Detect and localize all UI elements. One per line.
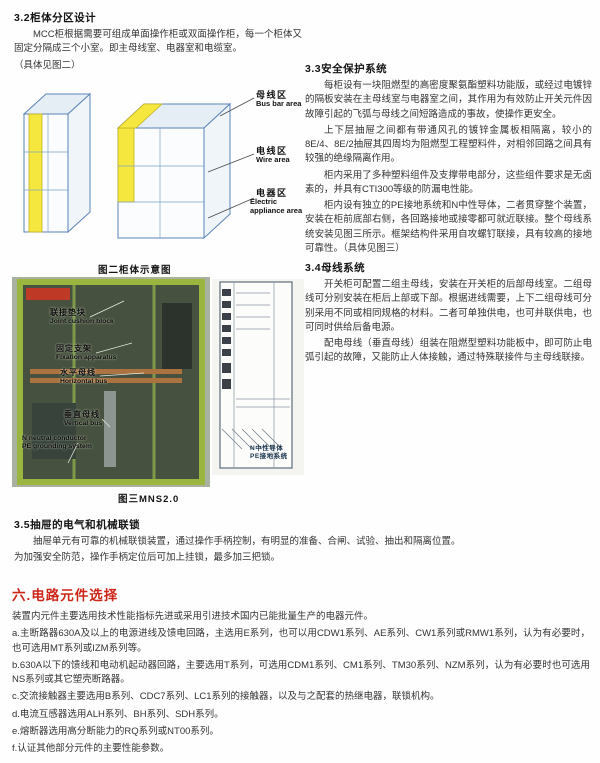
cabinet-photo-art [12, 277, 210, 487]
label-horizontal-bus-en: Horizontal bus [60, 377, 108, 385]
horizontal-bus-bar [30, 369, 182, 374]
vertical-bus-bar [104, 391, 116, 467]
section-3-3-paragraph-2: 上下层抽屉之间都有带通风孔的镀锌金属板相隔离，较小的8E/4、8E/2抽屉其四周… [305, 124, 592, 165]
section-3-2-title: 3.2柜体分区设计 [14, 12, 97, 24]
section-3-5: 3.5抽屉的电气和机械联锁 抽屉单元有可靠的机械联锁装置，通过操作手柄控制，有明… [14, 517, 588, 568]
label-wire-area-en: Wire area [256, 155, 290, 165]
section-3-3-paragraph-3: 柜内采用了多种塑料组件及支撑带电部分，这些组件要求是无卤素的，并具有CTI300… [305, 169, 592, 195]
label-horizontal-bus: 水平母线 Horizontal bus [60, 368, 108, 386]
section-6-item-b: b.630A以下的馈线和电动机起动器回路，主要选用T系列，可选用CDM1系列、C… [12, 659, 590, 685]
label-appliance-area-en: Electric appliance area [250, 197, 303, 215]
grounding-illustration-art [212, 279, 304, 475]
hatch-marks [221, 428, 283, 450]
section-3-4-paragraph-1: 开关柜可配置二组主母线，安装在开关柜的后部母线室。二组母线可分别安装在柜后上部或… [305, 279, 592, 333]
label-wire-area-zh: 电线区 [256, 146, 288, 156]
section-3-2-note: （具体见图二） [14, 59, 81, 71]
label-pe-system-zh: PE接地系统 [250, 453, 288, 461]
label-fixation-apparatus-en: Fixation apparatus [56, 353, 117, 361]
right-cabinet-busbar-highlight [117, 127, 135, 203]
label-pe-grounding: N neutral conductor PE grounding system [22, 435, 92, 450]
red-component [26, 288, 70, 300]
component-stack [222, 289, 231, 389]
section-6-item-e: e.熔断器选用高分断能力的RQ系列或NT00系列。 [12, 725, 219, 737]
label-pe-grounding-line-2: PE grounding system [22, 442, 92, 450]
cabinet-photo: 联接垫块 Joint cushion block 固定支架 Fixation a… [12, 277, 210, 487]
label-joint-cushion-block-zh: 联接垫块 [50, 308, 86, 317]
section-6-item-d: d.电流互感器选用ALH系列、BH系列、SDH系列。 [12, 708, 224, 720]
label-fixation-apparatus: 固定支架 Fixation apparatus [56, 344, 117, 362]
cabinet-wireframe-diagram [22, 92, 255, 240]
left-cabinet-busbar-highlight [28, 113, 43, 233]
label-fixation-apparatus-zh: 固定支架 [56, 344, 92, 353]
figure-2-caption: 图二柜体示意图 [98, 265, 172, 276]
photo-leader-lines [67, 300, 145, 464]
section-3-3-paragraph-4: 柜内设有独立的PE接地系统和N中性导体，二者贯穿整个装置，安装在柜前底部右侧，各… [305, 200, 592, 254]
section-6-intro: 装置内元件主要选用技术性能指标先进或采用引进技术国内已能批量生产的电器元件。 [12, 611, 374, 622]
section-6-title: 六.电路元件选择 [12, 588, 119, 603]
section-3-2: 3.2柜体分区设计 MCC柜根据需要可组成单面操作柜或双面操作柜，每一个柜体又固… [14, 10, 302, 75]
label-appliance-area-zh: 电器区 [256, 188, 288, 198]
label-joint-cushion-block: 联接垫块 Joint cushion block [50, 308, 114, 326]
section-6-item-a: a.主断路器630A及以上的电源进线及馈电回路，主选用E系列，也可以用CDW1系… [12, 628, 590, 654]
label-appliance-area: 电器区 Electric appliance area [250, 188, 304, 216]
label-busbar-area-zh: 母线区 [256, 90, 288, 100]
label-vertical-bus: 垂直母线 Vertical bus [64, 410, 103, 428]
left-cabinet-inner-lines [24, 114, 68, 232]
section-3-5-paragraph-1: 抽屉单元有可靠的机械联锁装置，通过操作手柄控制，有明显的准备、合闸、试验、抽出和… [33, 536, 461, 547]
label-vertical-bus-en: Vertical bus [64, 419, 103, 427]
figure-2: 母线区 Bus bar area 电线区 Wire area 电器区 Elect… [8, 86, 304, 262]
label-busbar-area-en: Bus bar area [256, 99, 302, 109]
section-6-item-c: c.交流接触器主要选用B系列、CDC7系列、LC1系列的接触器，以及与之配套的热… [12, 691, 440, 703]
right-cabinet-inner-lines [118, 128, 204, 238]
grounding-system-illustration: N中性导体 PE接地系统 [212, 279, 304, 475]
section-3-3-paragraph-1: 每柜设有一块阻燃型的高密度聚氨酯塑料功能版，或经过电镀锌的隔板安装在主母线室与电… [305, 80, 592, 120]
section-3-5-title: 3.5抽屉的电气和机械联锁 [14, 519, 141, 531]
label-n-neutral-zh: N中性导体 [250, 445, 284, 452]
section-6-item-f: f.认证其他部分元件的主要性能参数。 [12, 743, 170, 754]
leader-lines [207, 97, 255, 219]
right-column: 3.3安全保护系统 每柜设有一块阻燃型的高密度聚氨酯塑料功能版，或经过电镀锌的隔… [305, 57, 592, 368]
section-6: 六.电路元件选择 装置内元件主要选用技术性能指标先进或采用引进技术国内已能批量生… [12, 584, 590, 759]
figure-3: 联接垫块 Joint cushion block 固定支架 Fixation a… [10, 277, 306, 489]
right-cabinet-top-highlight [116, 103, 164, 129]
label-vertical-bus-zh: 垂直母线 [64, 410, 100, 419]
section-3-4-paragraph-2: 配电母线（垂直母线）组装在阻燃型塑料功能板中，即可防止电弧引起的故障，又能防止人… [305, 338, 592, 364]
label-horizontal-bus-zh: 水平母线 [60, 368, 96, 377]
label-wire-area: 电线区 Wire area [256, 146, 290, 165]
label-joint-cushion-block-en: Joint cushion block [50, 317, 114, 325]
section-3-4-title: 3.4母线系统 [305, 262, 366, 274]
section-3-3-title: 3.3安全保护系统 [305, 63, 388, 75]
label-pe-grounding-line-1: N neutral conductor [22, 435, 87, 442]
label-busbar-area: 母线区 Bus bar area [256, 90, 301, 109]
label-n-neutral-pe: N中性导体 PE接地系统 [250, 445, 288, 461]
section-3-5-paragraph-2: 为加强安全防范，操作手柄定位后可加上挂锁，最多加三把锁。 [14, 552, 281, 564]
section-3-2-body: MCC柜根据需要可组成单面操作柜或双面操作柜，每一个柜体又固定分隔成三个小室。即… [14, 29, 302, 55]
figure-3-caption: 图三MNS2.0 [118, 494, 180, 505]
